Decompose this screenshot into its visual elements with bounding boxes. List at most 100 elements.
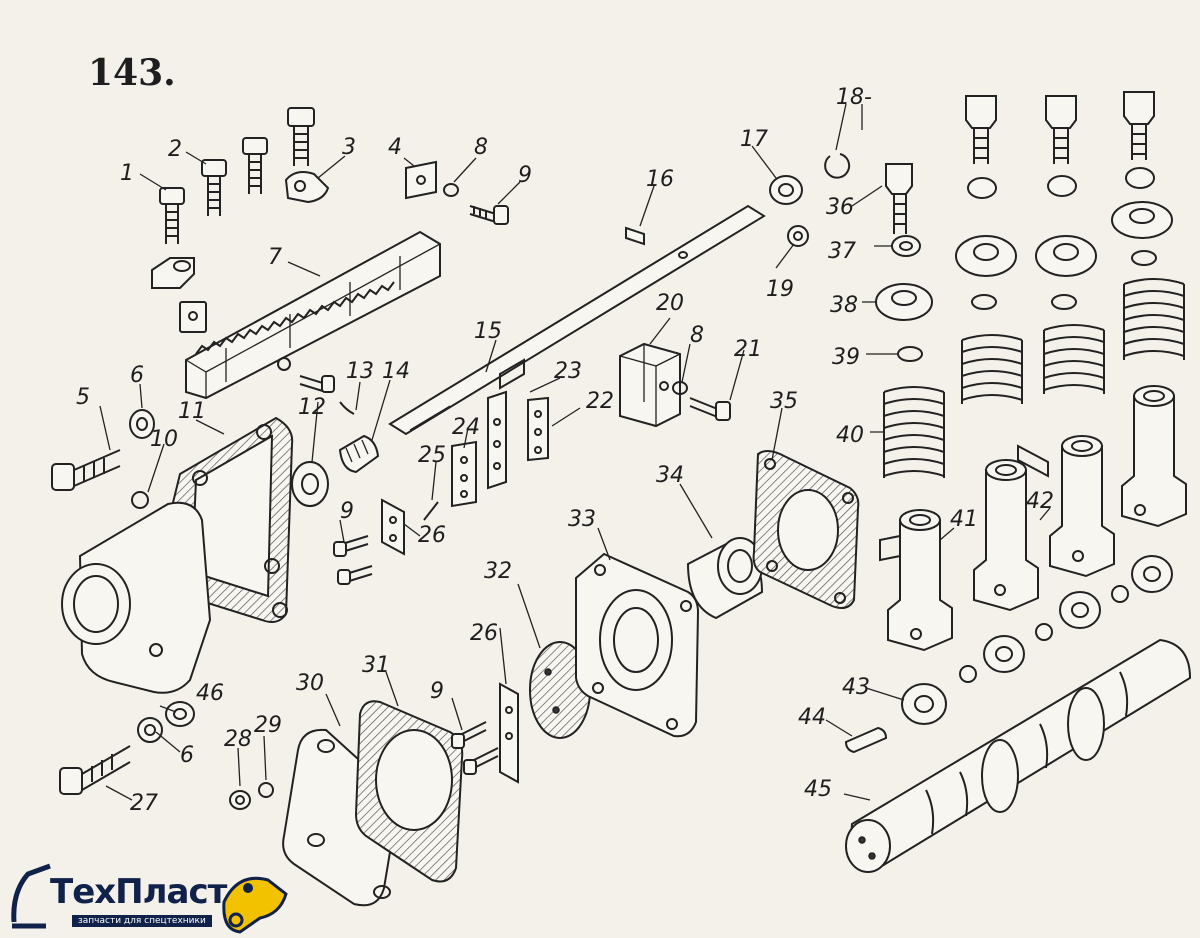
callout-4: 4 xyxy=(388,135,402,160)
callout-20: 20 xyxy=(656,291,684,316)
housing-cover-part-10 xyxy=(61,491,212,694)
nuts-upper xyxy=(967,167,1155,199)
spring-part-40 xyxy=(883,386,945,478)
brand-name: ТехПласт xyxy=(50,872,227,912)
toothed-rack-part-7 xyxy=(185,230,441,400)
lock-washer-part-39 xyxy=(897,346,923,362)
washer-part-6-top xyxy=(129,409,155,439)
bolt-part-2b xyxy=(242,137,268,194)
washer-part-8-mid xyxy=(672,381,688,395)
callout-38: 38 xyxy=(830,293,858,318)
callout-9a: 9 xyxy=(518,163,532,188)
callout-13: 13 xyxy=(346,359,374,384)
callout-14: 14 xyxy=(382,359,410,384)
brand-tagline: запчасти для спецтехники xyxy=(72,915,212,927)
callout-33: 33 xyxy=(568,507,596,532)
callout-30: 30 xyxy=(296,671,324,696)
callout-45: 45 xyxy=(804,777,832,802)
callout-23: 23 xyxy=(554,359,582,384)
adjust-screws-upper xyxy=(965,91,1155,164)
callout-39: 39 xyxy=(832,345,860,370)
bolts-part-9-bottom xyxy=(451,721,499,775)
callout-43: 43 xyxy=(842,675,870,700)
bushing-part-34 xyxy=(686,537,764,620)
flange-part-33 xyxy=(575,552,700,738)
plate-part-26-upper xyxy=(381,498,405,556)
washer-part-8-top xyxy=(443,183,459,197)
bolt-part-2c xyxy=(287,107,315,166)
camshaft-part-45 xyxy=(845,638,1192,873)
nut-part-12 xyxy=(291,461,329,507)
bolt-part-9-top xyxy=(469,205,509,225)
bolts-part-9-left xyxy=(333,535,373,585)
adjust-screw-part-36 xyxy=(885,163,913,234)
callout-44: 44 xyxy=(798,705,826,730)
pin-part-25 xyxy=(423,501,439,521)
callout-8a: 8 xyxy=(474,135,488,160)
callout-7: 7 xyxy=(268,245,282,270)
callout-27: 27 xyxy=(130,791,158,816)
nut-small-near-13 xyxy=(277,357,335,393)
block-part-4 xyxy=(405,160,437,200)
bolt-part-2 xyxy=(201,159,227,216)
plate-part-26-lower xyxy=(499,682,519,784)
bolt-part-21 xyxy=(689,397,731,421)
callout-6a: 6 xyxy=(130,363,144,388)
plate-part-23 xyxy=(487,390,507,490)
callout-31: 31 xyxy=(362,653,390,678)
callout-28: 28 xyxy=(224,727,252,752)
callout-22: 22 xyxy=(586,389,614,414)
plate-part-24 xyxy=(451,440,477,508)
callout-40: 40 xyxy=(836,423,864,448)
callout-18: 18- xyxy=(836,85,872,110)
coupling-part-14 xyxy=(338,434,380,474)
springs-upper xyxy=(961,278,1185,404)
callout-11: 11 xyxy=(178,399,206,424)
callout-35: 35 xyxy=(770,389,798,414)
callout-1: 1 xyxy=(120,161,134,186)
pin-part-13 xyxy=(339,401,355,415)
callout-9c: 9 xyxy=(430,679,444,704)
washer-part-46 xyxy=(165,701,195,727)
leader-lines xyxy=(99,103,1051,801)
bolt-part-27 xyxy=(59,745,131,795)
callout-19: 19 xyxy=(766,277,794,302)
callout-9b: 9 xyxy=(340,499,354,524)
callout-3: 3 xyxy=(342,135,356,160)
callout-2: 2 xyxy=(168,137,182,162)
tappet-part-42-a xyxy=(973,459,1039,612)
sleeve-part-19 xyxy=(787,225,809,247)
figure-number: 143. xyxy=(88,52,176,94)
callout-16: 16 xyxy=(646,167,674,192)
callout-21: 21 xyxy=(734,337,762,362)
callout-15: 15 xyxy=(474,319,502,344)
cam-lever-part-3 xyxy=(284,171,330,204)
tappet-part-42-c xyxy=(1121,385,1187,528)
spring-plate-part-38 xyxy=(875,283,933,321)
snap-ring-part-18 xyxy=(824,153,851,179)
gasket-part-31 xyxy=(354,700,464,883)
callout-41: 41 xyxy=(950,507,978,532)
washer-part-29 xyxy=(258,782,274,798)
lock-washers-upper xyxy=(971,250,1157,310)
control-shaft-part-15 xyxy=(388,204,766,436)
callout-5: 5 xyxy=(76,385,90,410)
tappet-part-42-b xyxy=(1017,435,1115,578)
bolt-part-5 xyxy=(51,449,121,491)
callout-26a: 26 xyxy=(418,523,446,548)
clamp-bracket xyxy=(151,257,207,333)
callout-10: 10 xyxy=(150,427,178,452)
pin-part-16 xyxy=(625,226,645,246)
bolt-part-1 xyxy=(159,187,185,244)
collar-part-17 xyxy=(769,175,803,205)
spring-plates-upper xyxy=(955,201,1173,277)
bearing-part-43 xyxy=(901,683,947,725)
tappet-part-41 xyxy=(879,509,953,652)
callout-32: 32 xyxy=(484,559,512,584)
bearings-row xyxy=(959,555,1173,683)
brand-logo-icon xyxy=(11,863,288,934)
callout-6b: 6 xyxy=(180,743,194,768)
callout-17: 17 xyxy=(740,127,768,152)
callout-24: 24 xyxy=(452,415,480,440)
